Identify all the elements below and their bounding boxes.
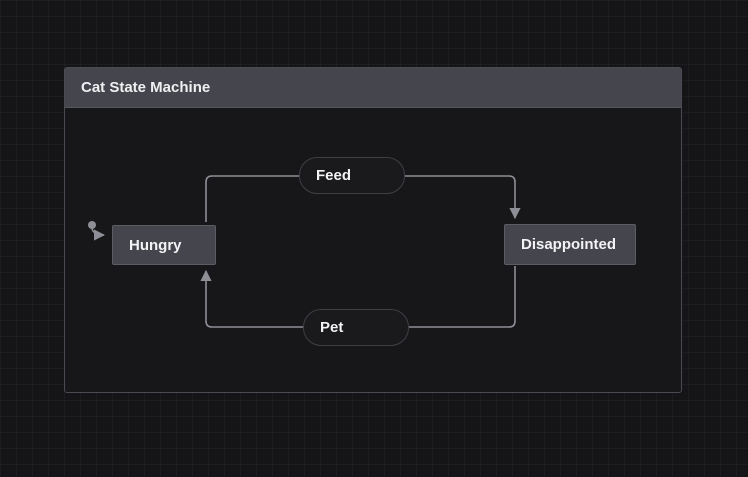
state-hungry[interactable]: Hungry <box>112 225 216 265</box>
event-feed-label: Feed <box>316 167 352 184</box>
event-pet-label: Pet <box>320 319 344 336</box>
state-hungry-label: Hungry <box>129 236 182 254</box>
machine-title: Cat State Machine <box>65 68 681 108</box>
event-pet[interactable]: Pet <box>303 309 409 346</box>
event-feed[interactable]: Feed <box>299 157 405 194</box>
state-disappointed-label: Disappointed <box>521 236 617 253</box>
state-disappointed[interactable]: Disappointed <box>504 224 636 265</box>
